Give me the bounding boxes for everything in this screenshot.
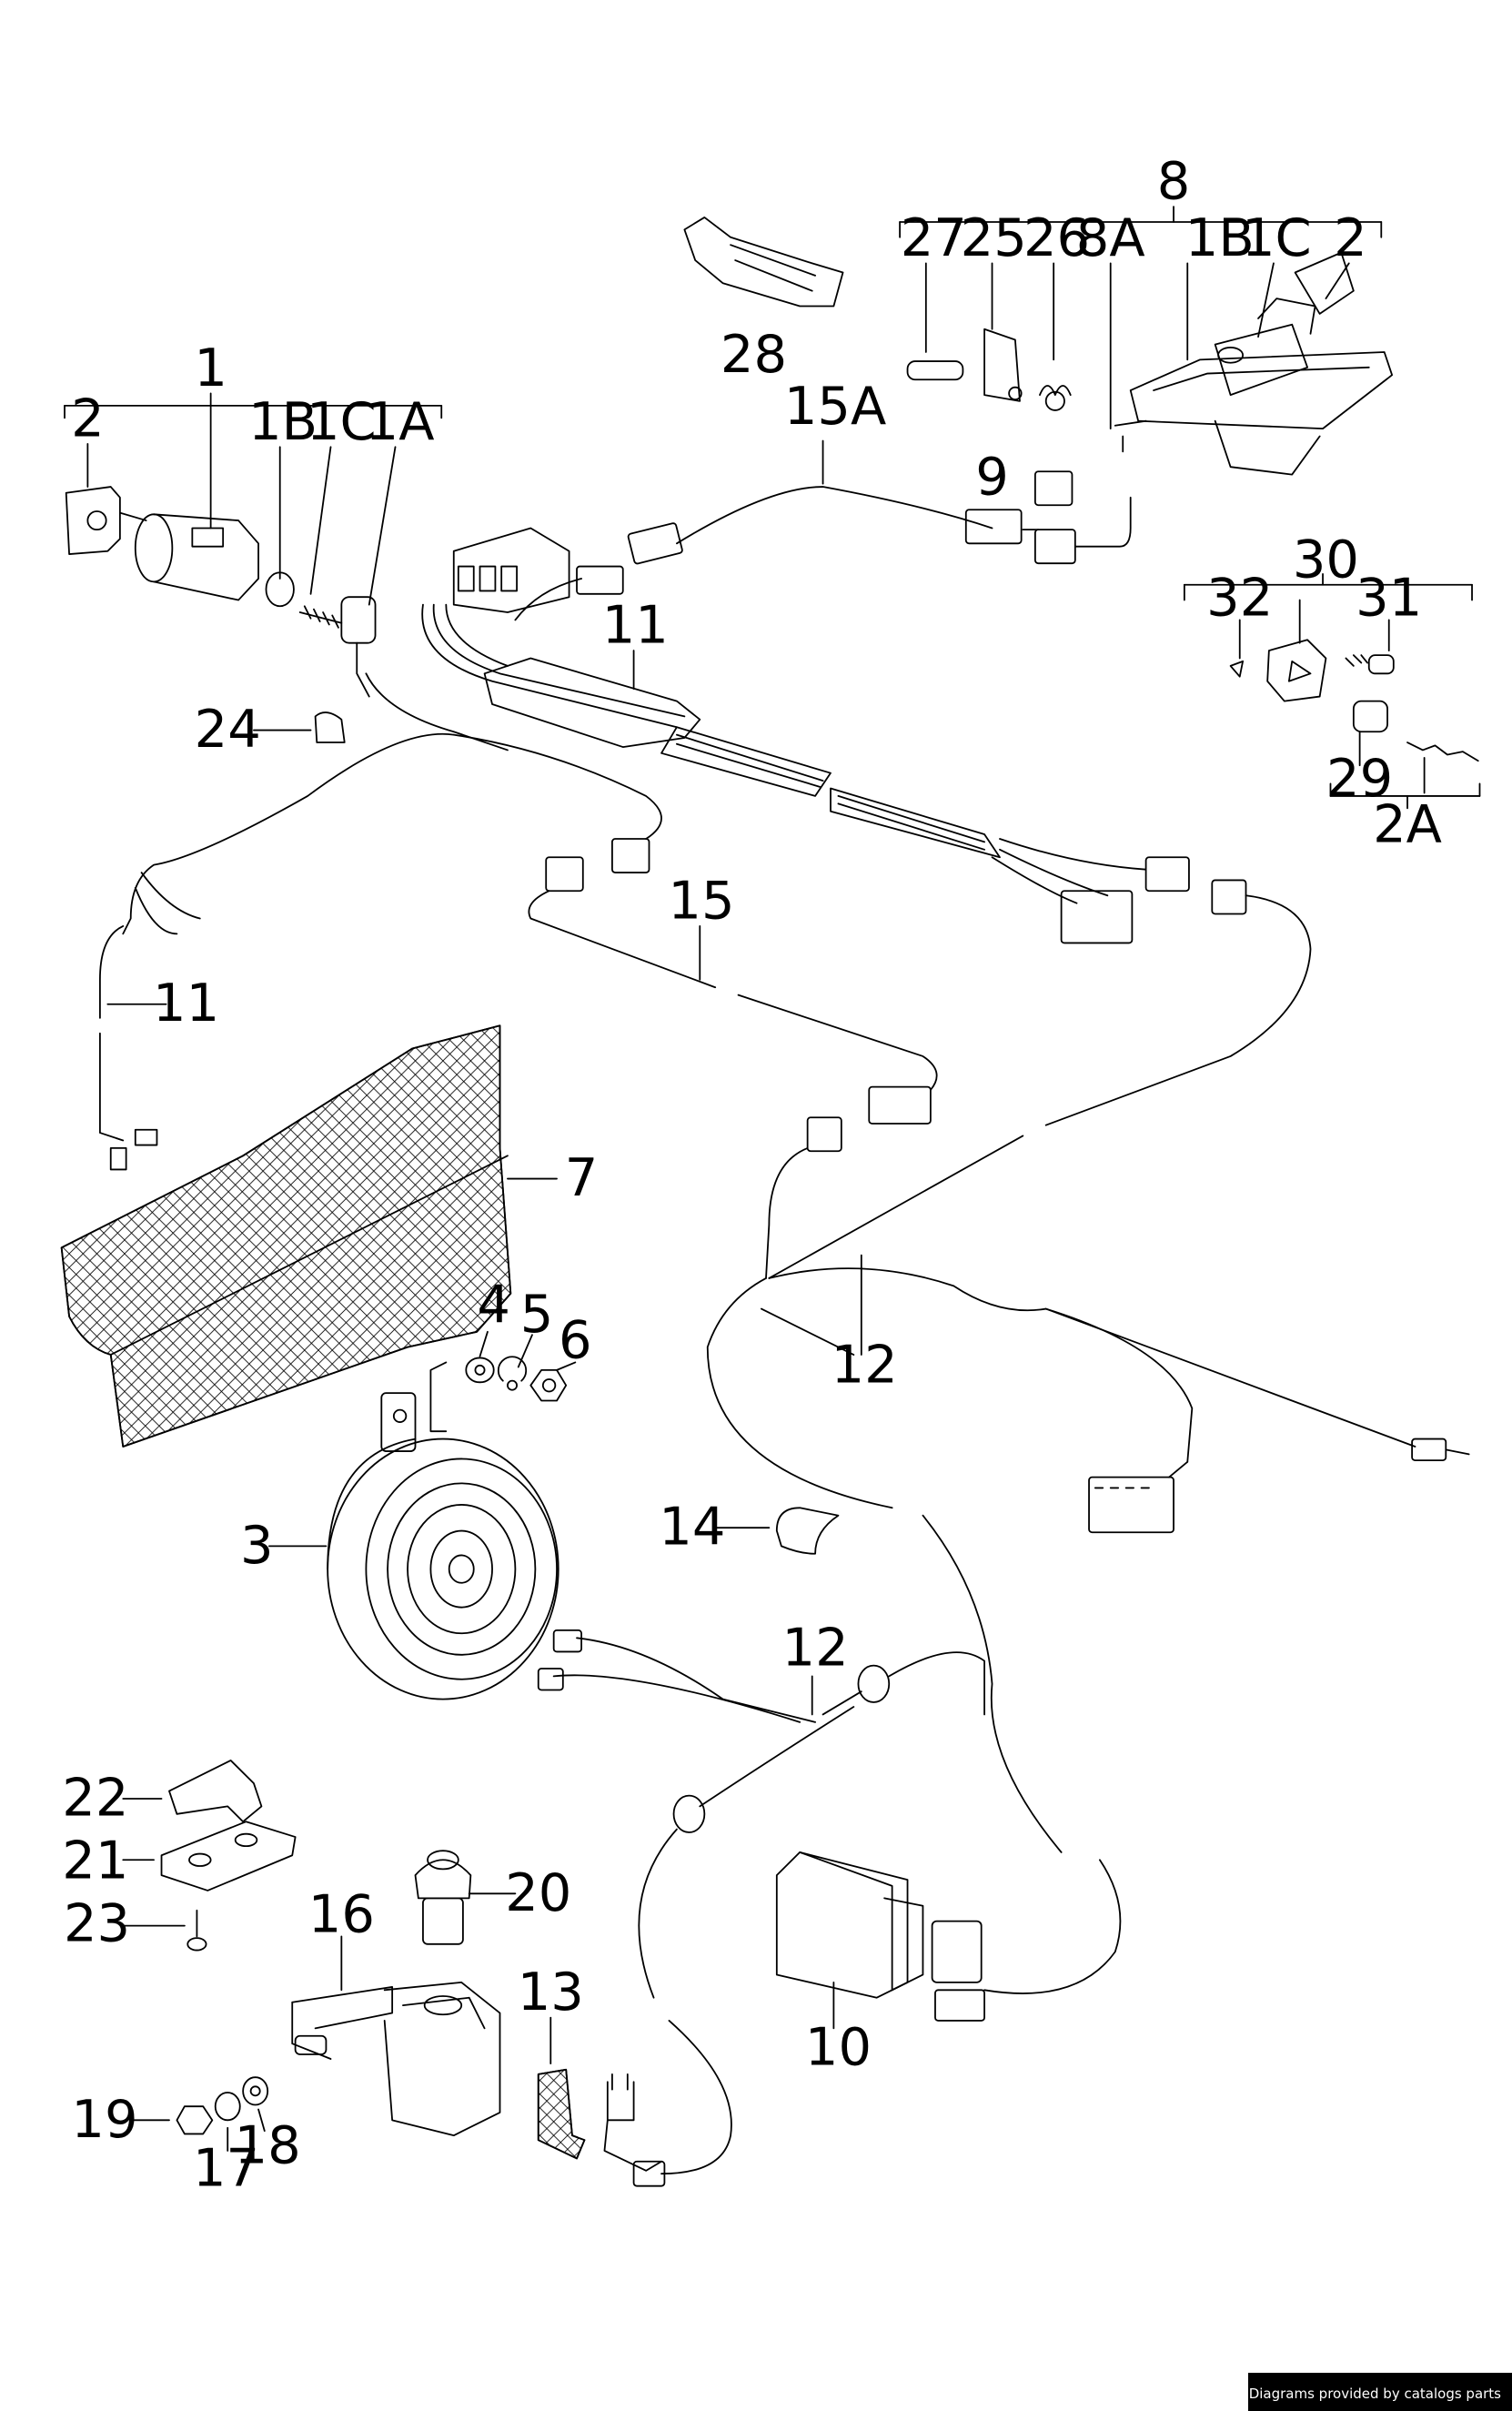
spring-icon [1040,386,1071,410]
credit-bar [1248,2373,1512,2411]
label-1: 1 [194,338,227,398]
label-26: 26 [1023,207,1090,268]
nut-6-icon [530,1370,566,1401]
mount-block-21 [123,1821,295,1891]
rubber-grommet-20 [416,1851,516,1944]
label-25: 25 [961,207,1027,268]
clip-icon [984,329,1022,401]
wire-15 [454,735,937,1278]
label-12-upper: 12 [832,1334,898,1395]
label-13: 13 [518,1962,584,2023]
washer-5-icon [499,1357,526,1390]
grease-tube-icon [684,217,842,307]
lower-harness-12 [539,1630,984,2186]
horn-bracket-16 [292,1936,499,2135]
label-10: 10 [805,2017,872,2078]
label-8a: 8A [1076,207,1145,268]
washer-18-icon [243,2077,267,2131]
bracket-group-8 [900,207,1381,429]
spade-connector-13 [539,2018,661,2171]
label-1c: 1C [307,391,377,452]
label-18: 18 [235,2115,301,2176]
label-1c-trunk: 1C [1242,207,1312,268]
clip-24-icon [254,712,345,742]
bracket-group-2a [1330,783,1479,808]
washer-4-icon [466,1357,493,1382]
bracket-group-30 [1184,574,1472,659]
label-22: 22 [62,1768,128,1829]
label-2a: 2A [1373,794,1442,855]
label-5: 5 [520,1284,554,1345]
key-blank-icon [1354,701,1478,793]
label-30: 30 [1293,529,1359,590]
label-3: 3 [240,1515,274,1576]
label-11-main: 11 [602,595,669,656]
label-1a: 1A [366,391,435,452]
screw-23 [123,1911,206,1951]
label-4: 4 [477,1275,510,1336]
label-8: 8 [1157,151,1191,212]
label-27: 27 [901,207,967,268]
label-23: 23 [64,1893,130,1954]
label-31: 31 [1356,568,1422,629]
label-32: 32 [1206,568,1273,629]
label-1b: 1B [248,391,318,452]
wire-right [769,880,1310,1277]
label-7: 7 [565,1147,599,1208]
harness-12 [708,1256,1469,1852]
label-29: 29 [1326,748,1393,809]
label-20: 20 [505,1862,571,1923]
label-15a: 15A [784,376,886,437]
lock-washer-17-icon [216,2093,240,2151]
heat-shield-panel [62,1025,557,1447]
label-2: 2 [71,388,105,449]
label-2-trunk: 2 [1334,207,1367,268]
label-16: 16 [308,1883,375,1944]
label-12-lower: 12 [782,1618,849,1679]
wire-15a [628,441,1131,565]
label-6: 6 [559,1310,592,1371]
label-9: 9 [975,447,1009,508]
callout-labels: 1 2 1B 1C 1A 8 27 25 26 8A 1B 1C 2 28 15… [62,151,1442,2199]
pin-icon [908,361,963,379]
horn-icon [269,1393,559,1700]
label-11-left: 11 [153,973,219,1034]
label-17: 17 [193,2138,259,2199]
cable-clamp-icon [715,1508,838,1553]
credit-text: Diagrams provided by catalogs parts [1248,2386,1501,2402]
label-19: 19 [71,2089,137,2150]
label-28: 28 [721,324,787,385]
bracket-group-1 [65,393,441,604]
relay-box-icon [777,1852,1121,2028]
main-harness [366,528,1189,943]
trunk-lock-icon [1115,253,1392,475]
leaders-4-5-6 [430,1332,575,1431]
lock-cylinder-icon [136,514,376,696]
label-14: 14 [659,1497,725,1558]
lock-cylinder-small-icon [1231,640,1394,701]
label-24: 24 [195,699,261,760]
label-1b-trunk: 1B [1185,207,1255,268]
nut-19-icon [131,2106,213,2134]
left-harness-branch [100,734,454,1170]
bracket-plate-22 [123,1760,261,1821]
ignition-key-icon [66,487,146,554]
label-21: 21 [62,1831,128,1891]
label-15: 15 [668,871,734,932]
